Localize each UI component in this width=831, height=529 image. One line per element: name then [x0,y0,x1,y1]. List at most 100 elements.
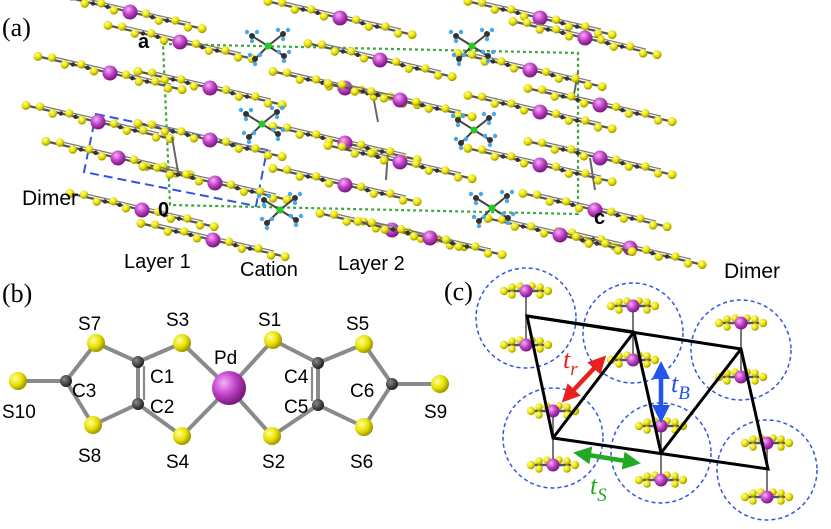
stacked-molecule [353,216,507,260]
atom-c3 [60,375,72,387]
panel-a: (a) a 0 c Dimer Layer 1 Cation Layer 2 [2,0,707,281]
end-on-molecule [499,336,553,353]
end-on-molecule [606,297,660,314]
atom-s4 [173,427,191,445]
atom-s1 [264,331,282,349]
label-s4: S4 [166,452,190,473]
cation [448,27,496,67]
atom-s2 [263,427,281,445]
layer3-molecules [453,0,707,270]
atom-c1 [132,356,144,368]
dimer-circle [502,387,604,489]
label-c2: C2 [150,397,174,418]
ts-arrow [573,446,641,470]
panel-b-label: (b) [2,279,32,308]
dimer-label-c: Dimer [724,260,780,283]
double-bonds [142,366,314,401]
label-s3: S3 [166,310,189,331]
stacked-molecule [263,0,417,40]
atom-s8 [84,416,102,434]
atom-labels: S7 S3 S1 S5 Pd S10 C3 C1 C2 C4 C5 C6 S9 … [2,310,447,473]
label-c1: C1 [150,367,174,388]
dimer-circle [716,419,818,521]
end-on-molecule [714,314,768,331]
stacked-molecule [133,118,287,162]
stacked-molecule [518,188,672,232]
stacked-molecule [463,0,617,40]
stacked-molecule [33,51,187,95]
stacked-molecule [136,218,290,262]
caption-cation: Cation [240,259,298,281]
stacked-molecule [268,163,422,207]
dimer-bond [385,149,389,181]
cation [450,111,498,151]
stacked-molecule [523,83,677,127]
dimer-label-a: Dimer [22,187,78,210]
stacked-molecule [133,66,287,110]
end-on-molecule [499,282,553,299]
caption-layer2: Layer 2 [338,253,405,275]
end-on-molecule [740,488,794,505]
label-c5: C5 [284,397,308,418]
panel-a-label: (a) [2,13,31,42]
panel-c: (c) Dimer tr tB tS [444,260,818,521]
label-s9: S9 [424,402,447,423]
panel-c-label: (c) [444,277,473,306]
tr-label: tr [563,345,578,380]
ts-label: tS [590,471,607,506]
end-on-molecule [740,434,794,451]
stacked-molecule [303,38,457,82]
tb-label: tB [671,369,690,404]
dimer-bond [171,136,179,173]
axis-c-label: c [594,207,605,229]
origin-label: 0 [158,199,169,221]
stacked-molecule [323,140,477,184]
atom-c5 [312,399,324,411]
atom-s10 [9,372,27,390]
atom-s7 [87,334,105,352]
panel-b: (b) [2,279,449,473]
atom-pd [212,371,246,405]
atom-c6 [386,378,398,390]
atom-s9 [431,375,449,393]
label-s5: S5 [346,314,369,335]
cation [256,191,304,231]
label-c4: C4 [284,367,309,388]
label-s10: S10 [2,402,36,423]
stacked-molecule [483,213,637,257]
atoms [9,331,449,445]
stacked-molecule [65,188,219,232]
lattice-lines [525,314,770,471]
stacked-molecule [463,143,617,187]
stacked-molecule [508,16,662,60]
layer2-molecules [263,0,507,260]
caption-layer1: Layer 1 [124,251,191,273]
atom-s6 [355,418,373,436]
stacked-molecule [463,90,617,134]
label-pd: Pd [214,348,237,369]
cation [468,189,516,229]
atom-s5 [355,335,373,353]
dimer-circle [475,267,577,369]
label-s2: S2 [262,452,285,473]
cation-molecules [238,27,516,231]
label-s1: S1 [258,310,281,331]
atom-c2 [132,398,144,410]
label-c6: C6 [350,381,374,402]
axis-a-label: a [138,31,150,53]
dimer-circle [690,299,792,401]
stacked-molecule [323,78,477,122]
label-c3: C3 [72,381,96,402]
layer1-molecules [21,0,596,262]
stacked-molecule [21,100,175,144]
stacked-molecule [138,161,292,205]
cation [238,105,286,145]
label-s7: S7 [78,314,101,335]
stacked-molecule [61,0,207,34]
end-on-molecule [714,368,768,385]
end-on-molecule [634,471,688,488]
stacked-molecule [453,48,607,92]
end-on-molecule [526,456,580,473]
dimer-circle [582,282,684,384]
